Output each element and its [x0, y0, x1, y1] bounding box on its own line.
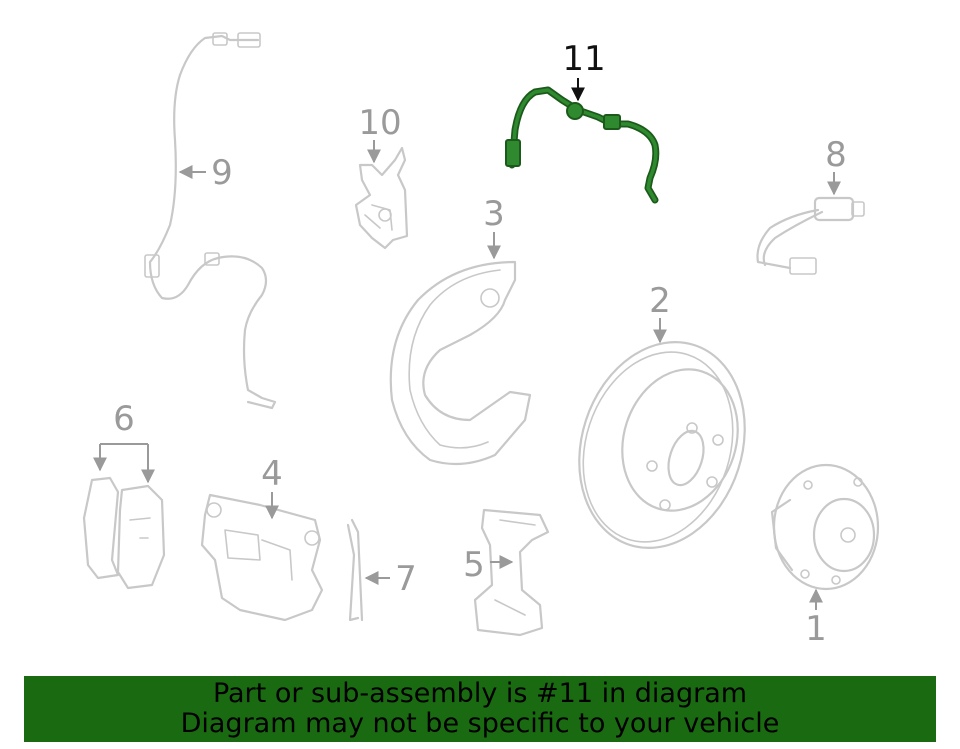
- svg-text:9: 9: [211, 153, 233, 193]
- callout-11: 11: [562, 39, 606, 102]
- part-9-abs-sensor-cable[interactable]: [144, 32, 277, 410]
- callout-8: 8: [825, 135, 847, 196]
- svg-text:11: 11: [562, 39, 605, 79]
- banner-line-1: Part or sub-assembly is #11 in diagram: [212, 678, 748, 709]
- callout-3: 3: [483, 194, 505, 260]
- svg-text:8: 8: [825, 135, 847, 175]
- svg-text:1: 1: [805, 609, 827, 649]
- callout-4: 4: [261, 454, 283, 520]
- part-10-bracket[interactable]: [354, 146, 409, 250]
- svg-text:10: 10: [358, 103, 401, 143]
- svg-text:3: 3: [483, 194, 505, 234]
- svg-text:5: 5: [463, 545, 485, 585]
- svg-text:7: 7: [395, 559, 417, 599]
- part-11-brake-hose[interactable]: [505, 86, 660, 204]
- callout-6: 6: [93, 399, 155, 484]
- callout-7: 7: [364, 559, 417, 599]
- banner-line-2: Diagram may not be specific to your vehi…: [180, 708, 780, 739]
- callout-1: 1: [805, 588, 827, 649]
- svg-text:6: 6: [113, 399, 135, 439]
- parts-diagram: 1 2 3 4 5 6 7 8 9 10 11: [82, 32, 880, 649]
- svg-text:2: 2: [649, 281, 671, 321]
- part-4-caliper[interactable]: [200, 493, 324, 622]
- part-7-spring-clip[interactable]: [346, 518, 364, 622]
- svg-text:4: 4: [261, 454, 283, 494]
- part-3-dust-shield[interactable]: [389, 260, 532, 466]
- part-1-wheel-hub[interactable]: [770, 463, 880, 591]
- part-5-caliper-carrier[interactable]: [473, 508, 550, 637]
- part-2-brake-rotor[interactable]: [553, 320, 770, 569]
- part-6-brake-pads[interactable]: [82, 476, 166, 590]
- info-banner: Part or sub-assembly is #11 in diagram D…: [24, 676, 936, 742]
- callout-10: 10: [358, 103, 402, 164]
- callout-2: 2: [649, 281, 671, 344]
- callout-5: 5: [463, 545, 514, 585]
- callout-9: 9: [178, 153, 233, 193]
- part-8-wear-sensor[interactable]: [756, 196, 865, 275]
